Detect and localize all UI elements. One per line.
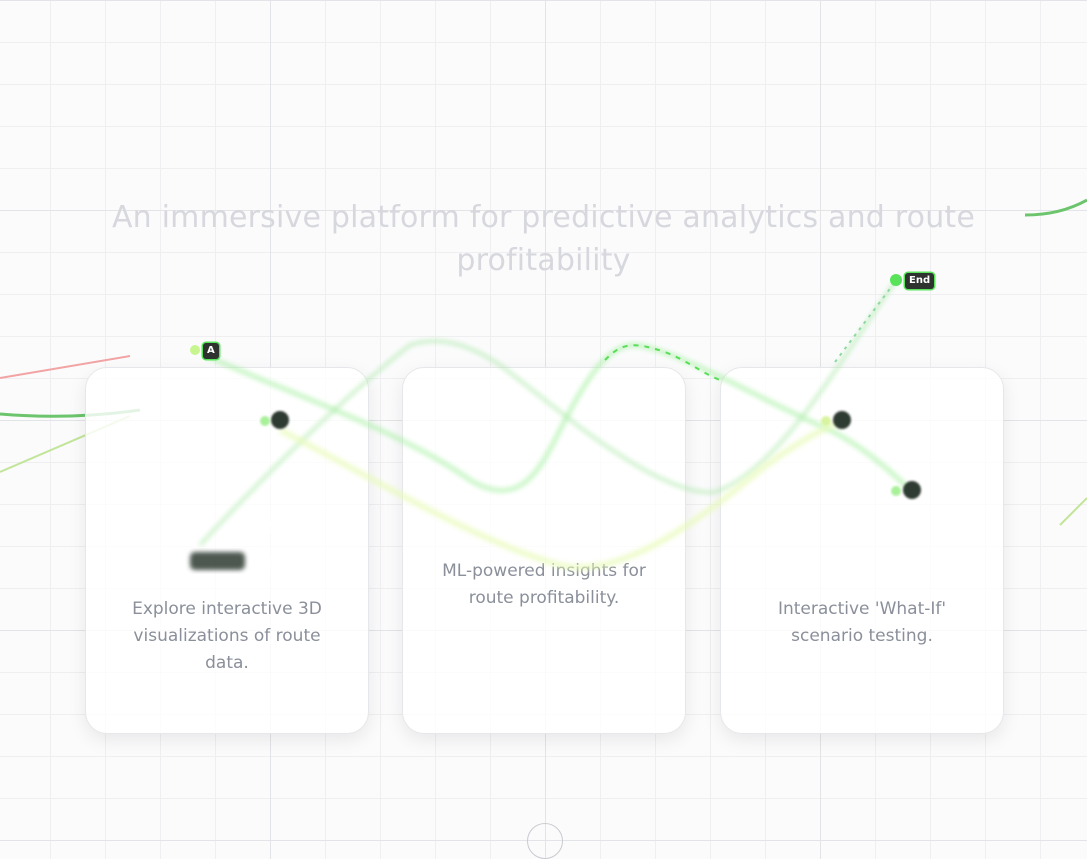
hero-tagline-line-2: profitability — [456, 243, 631, 278]
feature-card-analytics[interactable]: Analytics Dashboard Explore interactive … — [85, 367, 369, 734]
card-description: Explore interactive 3D visualizations of… — [132, 599, 322, 673]
route-start-marker[interactable]: A — [203, 343, 219, 359]
chart-icon — [86, 424, 368, 464]
card-description: Interactive 'What-If' scenario testing. — [777, 599, 947, 646]
route-line-lime-right — [1059, 497, 1087, 526]
scroll-down-indicator[interactable] — [527, 823, 563, 859]
card-title: Analytics Dashboard — [164, 512, 290, 575]
route-start-dot — [190, 345, 200, 355]
route-end-marker[interactable]: End — [905, 273, 935, 289]
brain-icon: ⊞ — [533, 424, 555, 454]
card-description: ML-powered insights for route profitabil… — [442, 561, 646, 608]
hero-tagline-line-1: An immersive platform for predictive ana… — [111, 200, 976, 235]
route-path-end-dashed — [834, 281, 896, 363]
sliders-icon — [721, 424, 1003, 464]
feature-card-simulator[interactable]: Interactive 'What-If' scenario testing. — [720, 367, 1004, 734]
feature-card-predictions[interactable]: ⊞ ML-powered insights for route profitab… — [402, 367, 686, 734]
hero-tagline: An immersive platform for predictive ana… — [0, 196, 1087, 282]
